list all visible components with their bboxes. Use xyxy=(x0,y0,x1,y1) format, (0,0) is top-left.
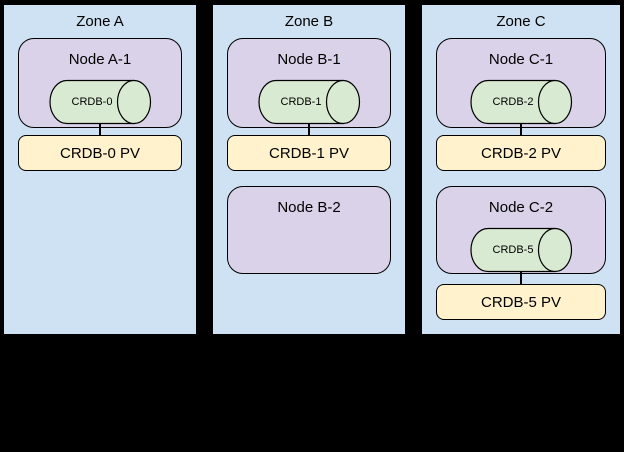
zone-c: Zone C Node C-1 CRDB-2 CRDB-2 PV Node C-… xyxy=(421,4,621,335)
crdb-0-pod-label: CRDB-0 xyxy=(71,96,113,108)
node-a1-title: Node A-1 xyxy=(68,51,132,68)
zone-b-title: Zone B xyxy=(284,13,334,30)
crdb-5-pod: CRDB-5 xyxy=(469,227,573,273)
node-b1: Node B-1 CRDB-1 xyxy=(227,38,391,128)
crdb-1-pod-label: CRDB-1 xyxy=(280,96,322,108)
crdb-2-pod-label: CRDB-2 xyxy=(492,96,534,108)
crdb-5-pod-label: CRDB-5 xyxy=(492,244,534,256)
node-b1-title: Node B-1 xyxy=(277,51,341,68)
zone-a-title: Zone A xyxy=(76,13,124,30)
connector-line xyxy=(520,271,522,285)
crdb-5-pv: CRDB-5 PV xyxy=(436,284,606,320)
zone-a: Zone A Node A-1 CRDB-0 CRDB-0 PV xyxy=(3,4,197,335)
database-cylinder-icon xyxy=(470,227,573,273)
node-b2: Node B-2 xyxy=(227,186,391,274)
node-c1-title: Node C-1 xyxy=(488,51,554,68)
node-b2-title: Node B-2 xyxy=(277,199,341,216)
node-c2-title: Node C-2 xyxy=(488,199,554,216)
zone-b: Zone B Node B-1 CRDB-1 CRDB-1 PV Node B-… xyxy=(212,4,406,335)
database-cylinder-icon xyxy=(49,79,152,125)
node-a1: Node A-1 CRDB-0 xyxy=(18,38,182,128)
connector-line xyxy=(99,123,101,136)
database-cylinder-icon xyxy=(258,79,361,125)
connector-line xyxy=(520,123,522,136)
crdb-1-pv: CRDB-1 PV xyxy=(227,135,391,171)
crdb-1-pod: CRDB-1 xyxy=(257,79,361,125)
node-c2: Node C-2 CRDB-5 xyxy=(436,186,606,274)
connector-line xyxy=(308,123,310,136)
crdb-2-pod: CRDB-2 xyxy=(469,79,573,125)
crdb-0-pod: CRDB-0 xyxy=(48,79,152,125)
node-c1: Node C-1 CRDB-2 xyxy=(436,38,606,128)
database-cylinder-icon xyxy=(470,79,573,125)
crdb-2-pv: CRDB-2 PV xyxy=(436,135,606,171)
crdb-0-pv: CRDB-0 PV xyxy=(18,135,182,171)
zone-c-title: Zone C xyxy=(496,13,546,30)
